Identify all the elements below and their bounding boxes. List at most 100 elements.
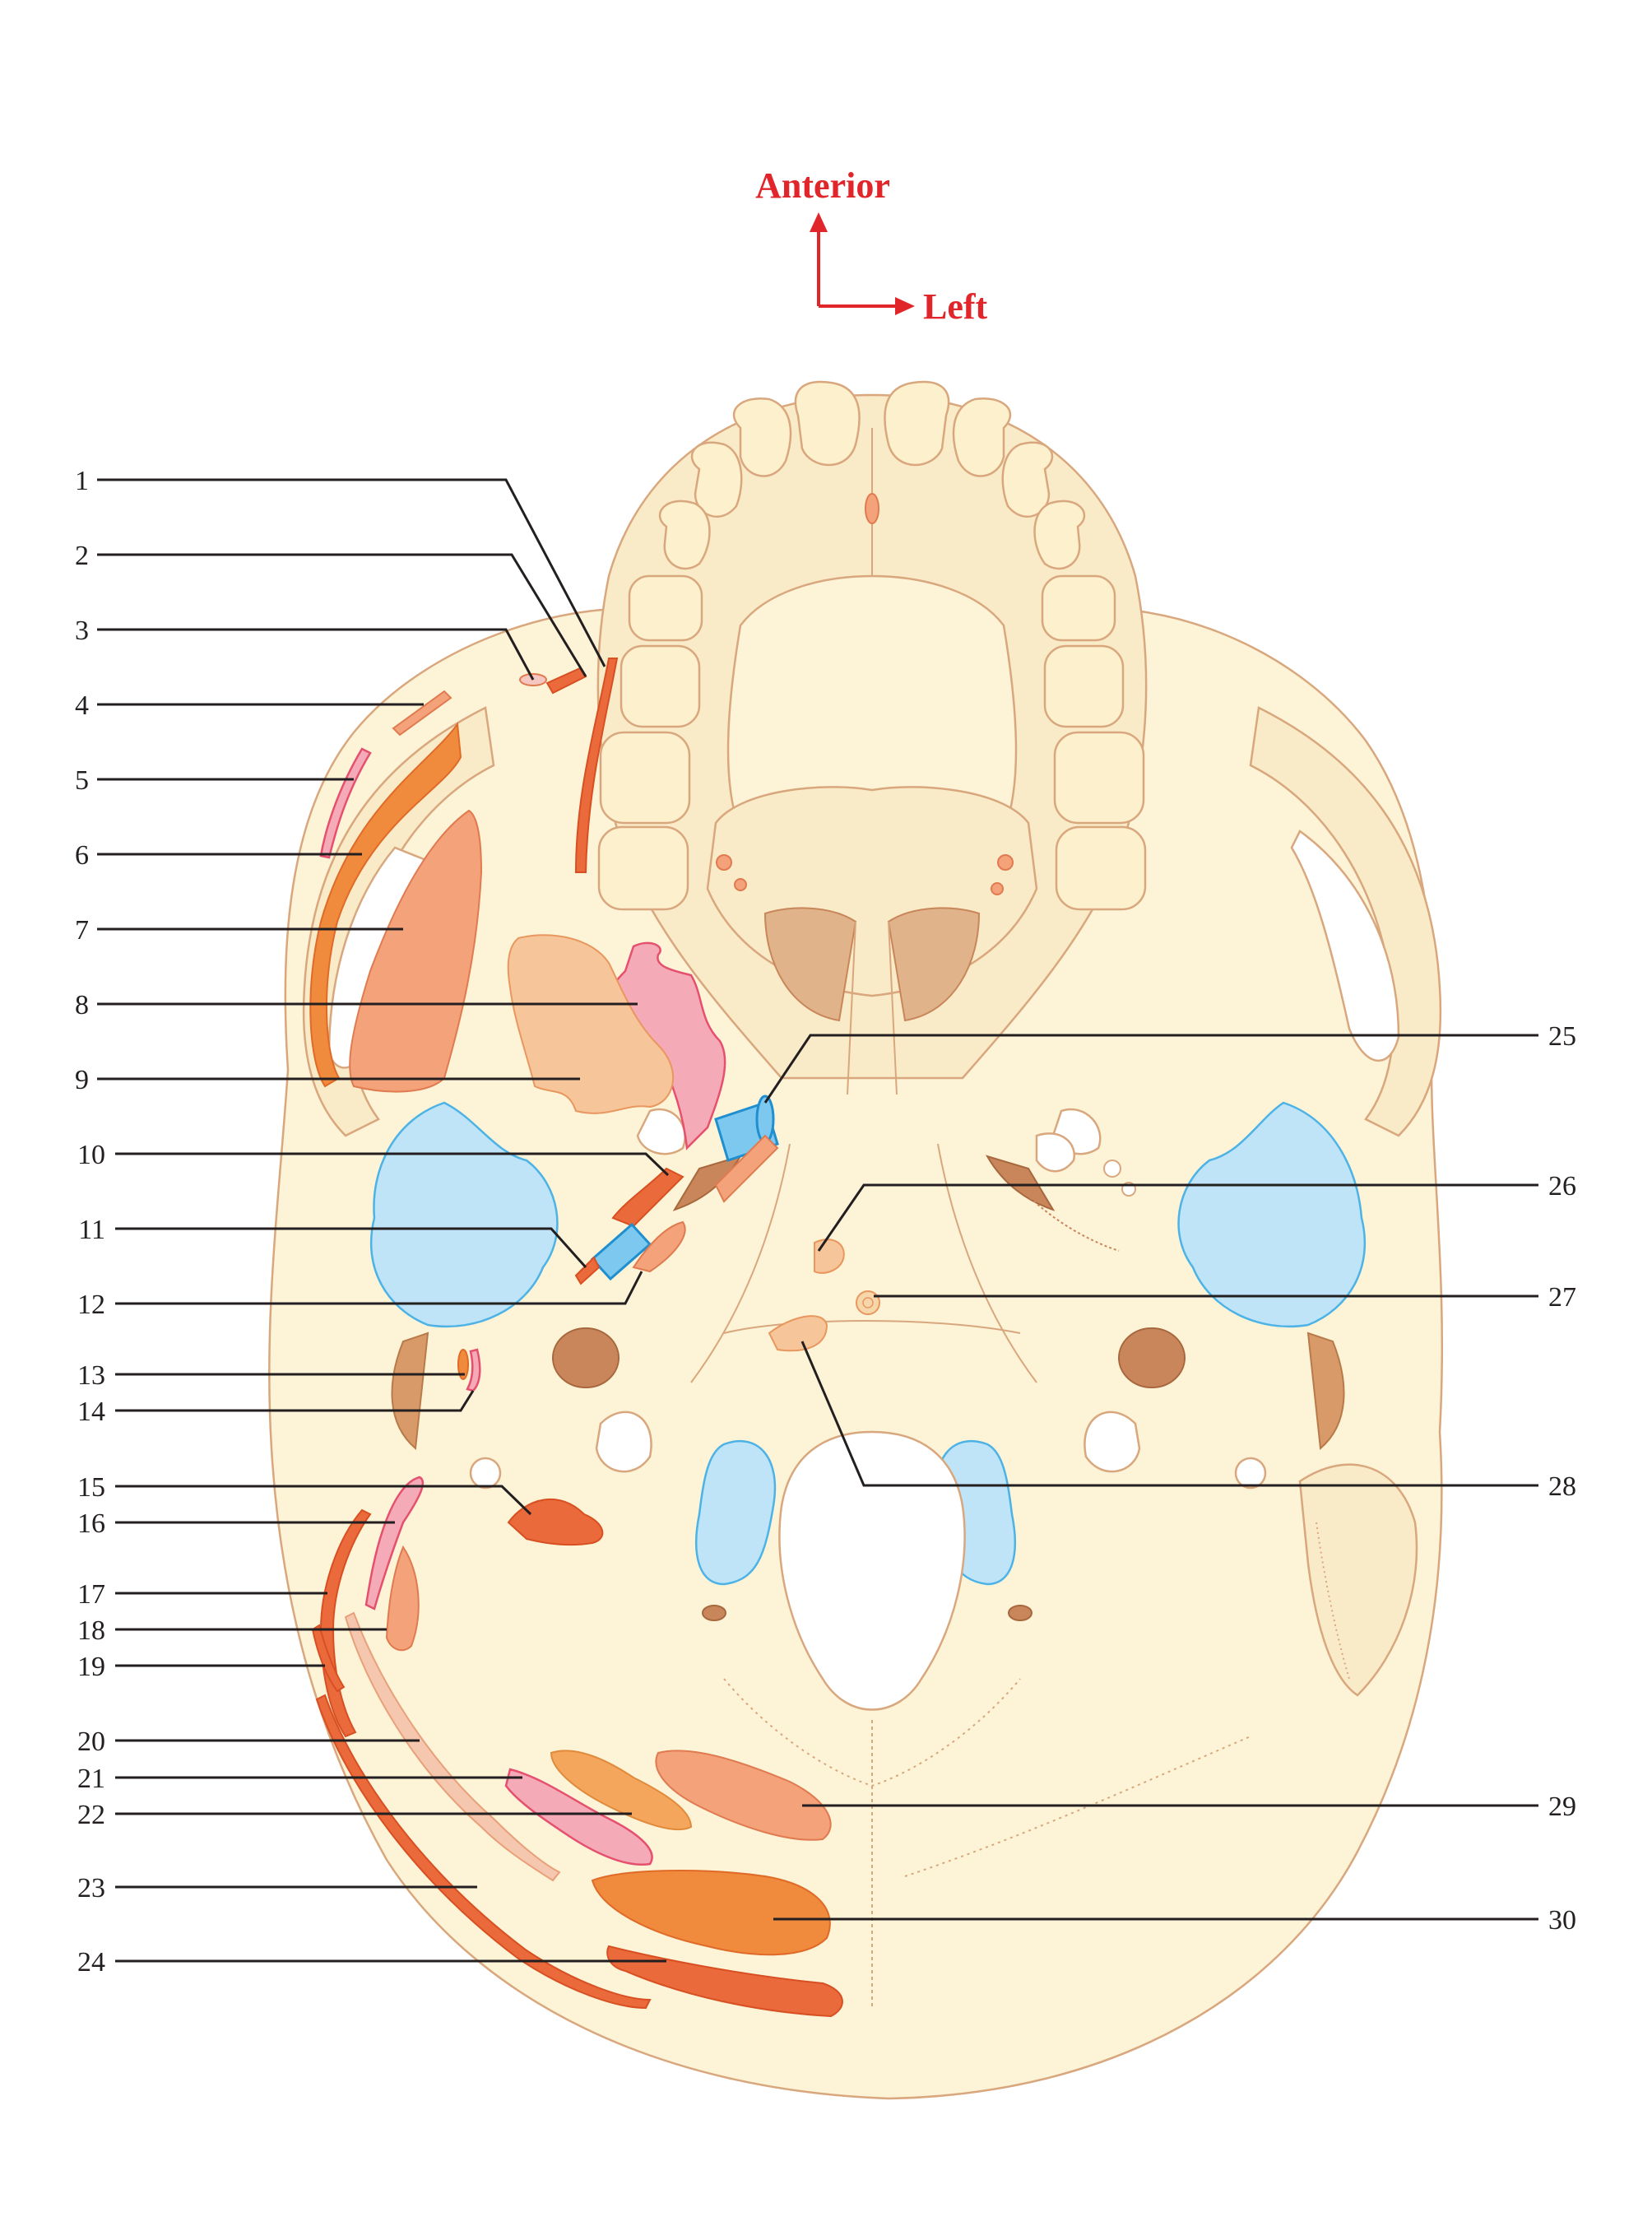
temporal-fossa-left: [1290, 830, 1400, 1062]
leader-12: [115, 1271, 643, 1305]
stylomastoid-foramen-left: [1234, 1457, 1267, 1490]
label-7: 7: [75, 915, 89, 946]
attachment-10b: [714, 1134, 779, 1203]
label-23: 23: [77, 1873, 105, 1903]
foramen-magnum: [778, 1430, 966, 1711]
leader-11: [115, 1227, 587, 1268]
carotid-canal-left: [1118, 1327, 1186, 1388]
tooth: [620, 644, 701, 728]
attachment-22: [550, 1750, 693, 1831]
attachment-30: [591, 1870, 831, 1956]
condylar-canal: [702, 1605, 726, 1621]
tooth: [952, 397, 1012, 477]
left-arrowhead: [895, 297, 915, 315]
attachment-29: [655, 1750, 832, 1841]
label-16: 16: [77, 1508, 105, 1539]
label-1: 1: [75, 466, 89, 496]
attachment-27: [856, 1290, 880, 1315]
anterior-arrowhead: [810, 212, 828, 232]
tooth: [1055, 825, 1147, 911]
inferior-nuchal-line: [723, 1678, 1021, 1787]
foramen-spinosum-left: [1035, 1132, 1076, 1173]
lesser-palatine-foramen: [734, 878, 747, 891]
hard-palate: [726, 574, 1018, 833]
attachment-11: [590, 1222, 652, 1281]
tooth: [1041, 574, 1116, 642]
attachment-19: [311, 1624, 346, 1693]
label-27: 27: [1548, 1282, 1576, 1313]
label-29: 29: [1548, 1792, 1576, 1822]
attachment-18: [385, 1545, 420, 1652]
skull: [268, 380, 1444, 2100]
incisive-foramen: [865, 493, 879, 524]
attachment-12: [632, 1220, 686, 1273]
label-13: 13: [77, 1360, 105, 1391]
spheno-occipital-synchondrosis: [723, 1320, 1021, 1334]
label-3: 3: [75, 616, 89, 646]
condylar-canal: [1008, 1605, 1032, 1621]
stylomastoid-foramen-right: [469, 1457, 502, 1490]
leader-1: [97, 478, 606, 667]
foramen-ovale-right: [636, 1108, 686, 1155]
choana-left: [887, 907, 981, 1022]
tooth: [732, 397, 792, 477]
attachment-15: [507, 1499, 604, 1546]
label-30: 30: [1548, 1905, 1576, 1936]
left-label: Left: [923, 286, 988, 327]
leader-14: [115, 1390, 475, 1412]
label-21: 21: [77, 1764, 105, 1794]
label-24: 24: [77, 1947, 105, 1978]
attachment-20: [344, 1611, 561, 1882]
tooth: [628, 574, 703, 642]
attachment-5: [319, 747, 372, 859]
jugular-foramen-right: [595, 1411, 652, 1473]
label-19: 19: [77, 1652, 105, 1682]
attachment-24: [606, 1945, 843, 2018]
label-11: 11: [78, 1215, 105, 1245]
leader-15: [115, 1485, 532, 1516]
attachment-4: [392, 690, 452, 737]
label-6: 6: [75, 840, 89, 871]
label-8: 8: [75, 990, 89, 1020]
muscle-attachments: [309, 658, 880, 2018]
greater-palatine-foramen: [716, 854, 732, 871]
digastric-groove-left: [1316, 1522, 1350, 1680]
pharyngeal-tubercle: [862, 1297, 874, 1308]
tooth: [794, 380, 861, 467]
orientation-indicator: Anterior Left: [755, 165, 987, 327]
tooth: [1043, 644, 1125, 728]
label-14: 14: [77, 1397, 105, 1427]
petro-occipital-fissures: [690, 1143, 1037, 1383]
leader-25: [763, 1034, 1538, 1104]
label-5: 5: [75, 765, 89, 796]
leader-3: [97, 628, 535, 681]
leader-2: [97, 553, 587, 677]
jugular-foramen-left: [1084, 1411, 1141, 1473]
attachment-21: [504, 1768, 653, 1866]
label-15: 15: [77, 1472, 105, 1503]
leader-28: [800, 1341, 1538, 1487]
label-2: 2: [75, 541, 89, 571]
tooth: [1053, 731, 1145, 825]
mandibular-fossa-right: [370, 1101, 559, 1328]
attachment-9: [507, 934, 674, 1114]
occipital-condyle-right: [695, 1439, 777, 1586]
attachment-6: [309, 722, 462, 1088]
leader-10: [115, 1152, 670, 1177]
small-foramen: [1103, 1160, 1121, 1178]
tooth: [884, 380, 950, 467]
number-labels: 1 2 3 4 5 6 7 8 9 10 11 12 13 14 15 16 1…: [75, 466, 1576, 1978]
vomer: [847, 921, 898, 1095]
label-22: 22: [77, 1800, 105, 1830]
tooth: [1033, 500, 1086, 570]
mandibular-fossa-left: [1177, 1101, 1366, 1328]
label-18: 18: [77, 1615, 105, 1646]
greater-palatine-foramen: [997, 854, 1014, 871]
anterior-label: Anterior: [755, 165, 890, 206]
label-4: 4: [75, 690, 89, 721]
attachment-11-origin: [574, 1256, 601, 1285]
label-20: 20: [77, 1727, 105, 1757]
tooth: [658, 500, 711, 570]
attachment-14: [466, 1348, 481, 1392]
